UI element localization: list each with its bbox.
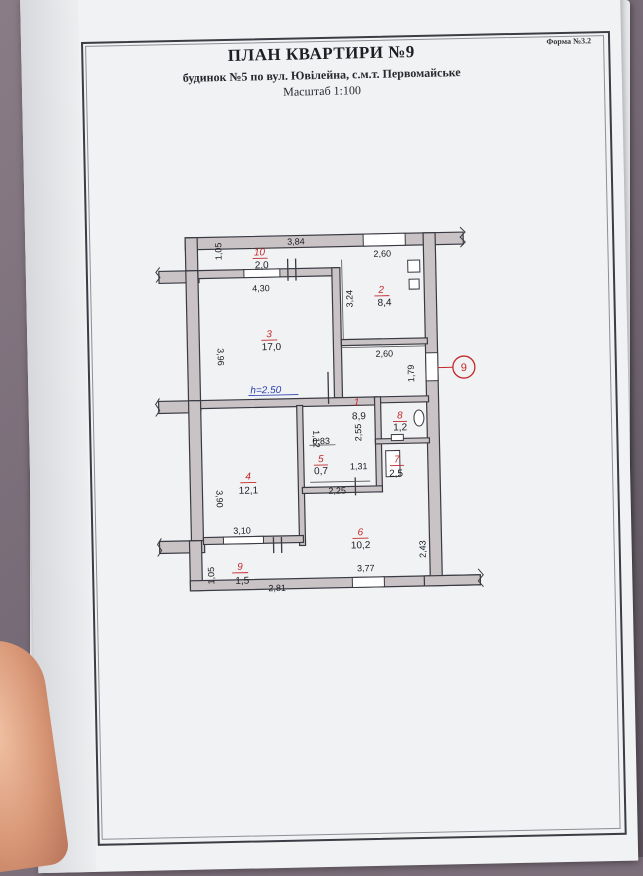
dim-131: 1,31 bbox=[350, 461, 368, 471]
dim-384: 3,84 bbox=[287, 236, 305, 246]
room-8-area: 1,2 bbox=[393, 422, 408, 433]
document-sheet: Форма №3.2 ПЛАН КВАРТИРИ №9 будинок №5 п… bbox=[20, 0, 638, 873]
dim-225: 2,25 bbox=[328, 486, 346, 496]
floor-plan: 10 2 3 1 8 7 5 4 6 9 2,0 8,4 17,0 bbox=[20, 0, 643, 855]
room-6-number: 6 bbox=[357, 527, 363, 538]
room-7-number: 7 bbox=[394, 454, 400, 465]
walls bbox=[153, 232, 480, 592]
room-4-area: 12,1 bbox=[239, 485, 259, 496]
room-3-number: 3 bbox=[266, 329, 272, 340]
room-4-number: 4 bbox=[245, 472, 251, 483]
windows bbox=[217, 233, 442, 590]
dim-083: 0,83 bbox=[312, 436, 330, 446]
room-2-area: 8,4 bbox=[377, 298, 392, 309]
dim-324: 3,24 bbox=[344, 290, 354, 308]
dim-310: 3,10 bbox=[233, 526, 251, 536]
dim-390: 3,90 bbox=[214, 490, 224, 508]
dim-105-bot: 1,05 bbox=[206, 567, 216, 585]
dim-396: 3,96 bbox=[215, 348, 225, 366]
room-1-area: 8,9 bbox=[352, 411, 367, 422]
room-8-number: 8 bbox=[397, 410, 403, 421]
room-10-area: 2,0 bbox=[255, 260, 270, 271]
room-3-area: 17,0 bbox=[262, 342, 282, 353]
apartment-marker: 9 bbox=[461, 362, 467, 374]
room-2-number: 2 bbox=[377, 285, 384, 296]
dim-377: 3,77 bbox=[357, 563, 375, 573]
dim-430: 4,30 bbox=[252, 283, 270, 293]
room-5-number: 5 bbox=[318, 454, 324, 465]
room-5-area: 0,7 bbox=[314, 466, 329, 477]
room-7-area: 2,5 bbox=[389, 468, 404, 479]
dim-281: 2,81 bbox=[268, 583, 286, 593]
dim-105-top: 1,05 bbox=[213, 243, 223, 261]
dim-260-top: 2,60 bbox=[373, 249, 391, 259]
room-9-area: 1,5 bbox=[235, 576, 250, 587]
dim-179: 1,79 bbox=[406, 365, 416, 383]
room-9-number: 9 bbox=[237, 562, 243, 573]
dim-260-mid: 2,60 bbox=[375, 349, 393, 359]
room-6-area: 10,2 bbox=[351, 540, 371, 551]
room-10-number: 10 bbox=[254, 247, 266, 258]
room-1-number: 1 bbox=[354, 397, 360, 408]
dim-243: 2,43 bbox=[418, 540, 428, 558]
dim-255: 2,55 bbox=[353, 424, 363, 442]
